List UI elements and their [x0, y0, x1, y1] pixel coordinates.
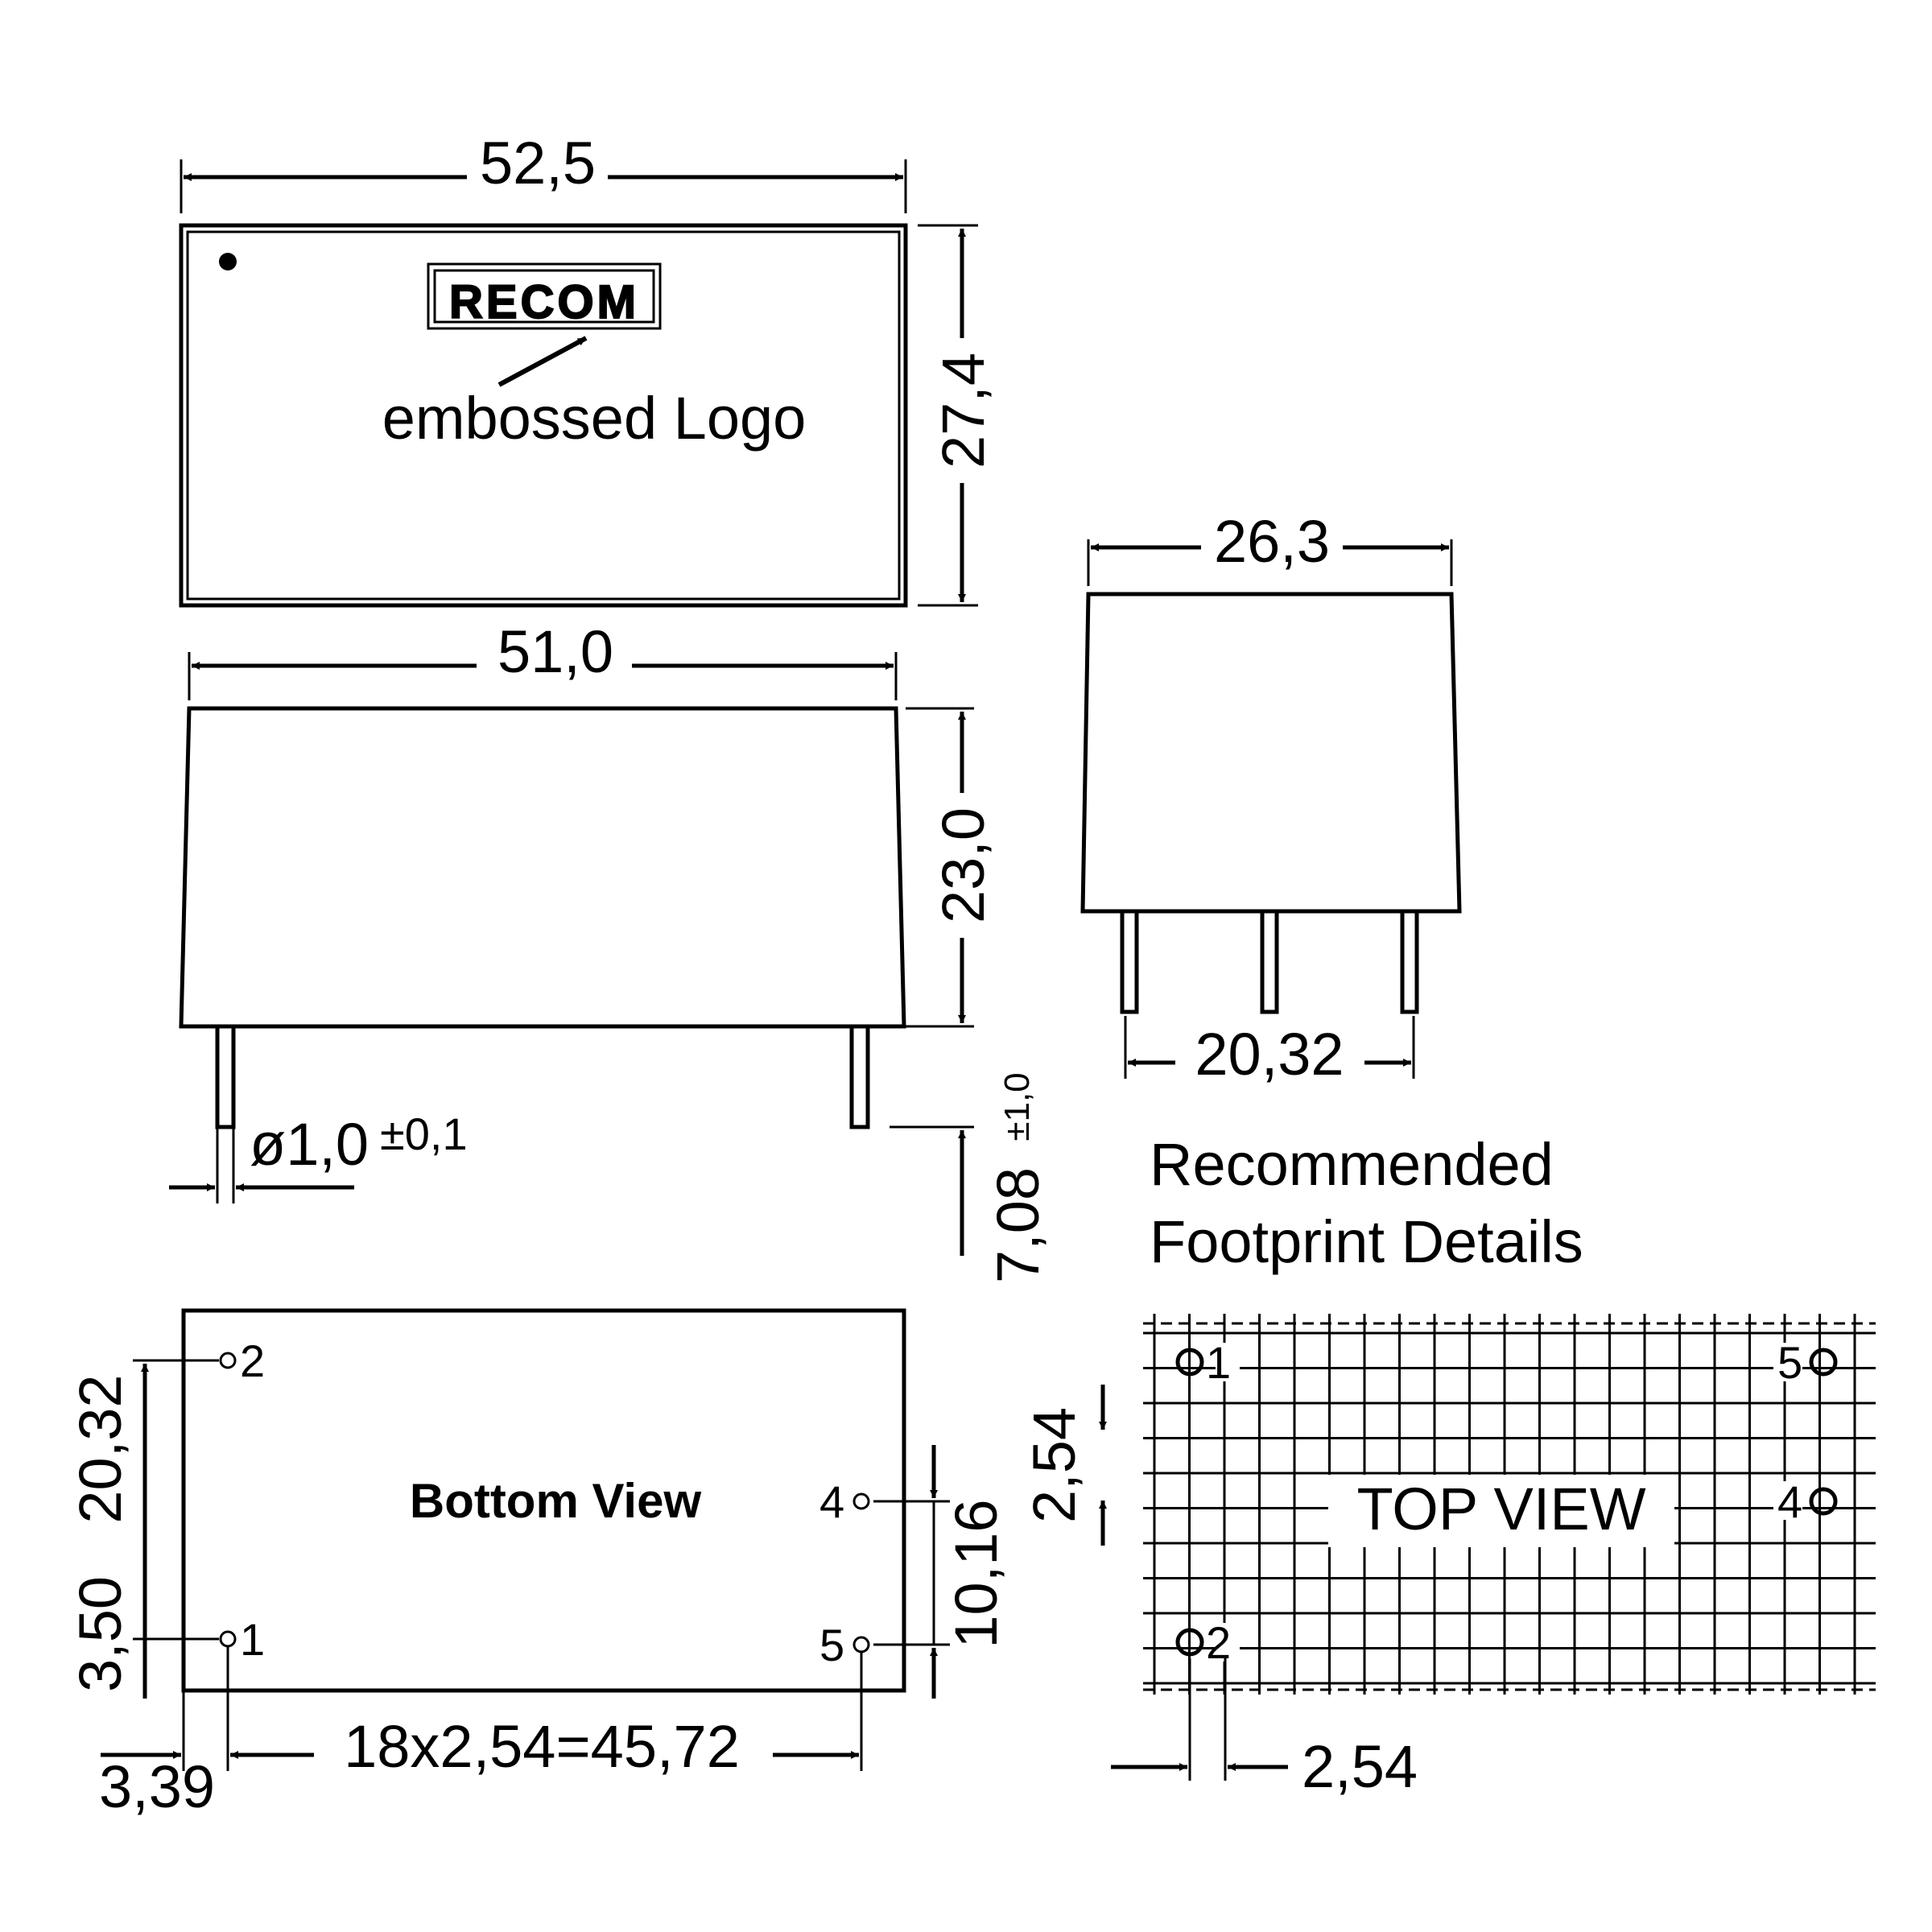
bottom-pin-4-label: 4 — [819, 1476, 844, 1527]
pin1-marker-dot — [219, 253, 237, 270]
footprint-pad-4 — [1809, 1487, 1838, 1516]
bottom-pin-5 — [852, 1636, 870, 1653]
end-view: 26,3 20,32 — [1080, 508, 1462, 1088]
footprint-pads: 1 5 4 2 — [1175, 1337, 1838, 1668]
dim-side-height: 23,0 — [930, 807, 997, 923]
footprint-heading-line2: Footprint Details — [1150, 1208, 1583, 1275]
embossed-logo-label: embossed Logo — [382, 385, 807, 452]
bottom-pin-2 — [219, 1352, 237, 1369]
side-pin-left — [215, 1024, 236, 1129]
end-pin-1 — [1120, 909, 1139, 1014]
side-pin-right — [849, 1024, 870, 1129]
logo-pointer-arrow — [497, 336, 588, 387]
top-view: RECOM embossed Logo 52,5 27,4 — [179, 130, 997, 608]
end-view-body — [1080, 592, 1462, 914]
bottom-view-title: Bottom View — [410, 1474, 702, 1528]
dim-pin-diameter: ø1,0 — [250, 1111, 369, 1178]
footprint-pad-5-label: 5 — [1777, 1337, 1802, 1388]
footprint: Recommended Footprint Details TOP VIEW 1… — [1021, 1131, 1876, 1800]
dim-bottom-pitch: 18x2,54=45,72 — [344, 1713, 740, 1780]
footprint-heading-line1: Recommended — [1150, 1131, 1554, 1198]
end-pin-3 — [1400, 909, 1419, 1014]
dim-top-width: 52,5 — [480, 130, 596, 196]
dim-pin-length: 7,08 — [985, 1167, 1051, 1283]
footprint-title: TOP VIEW — [1356, 1476, 1645, 1542]
dim-pin-length-tolerance: ±1,0 — [997, 1072, 1037, 1141]
end-pin-2 — [1260, 909, 1279, 1014]
dim-pin-diameter-tolerance: ±0,1 — [380, 1108, 468, 1159]
bottom-pin-4 — [852, 1492, 870, 1510]
bottom-pin-1-label: 1 — [240, 1614, 265, 1665]
dim-bottom-left-lower: 3,50 — [67, 1576, 134, 1692]
footprint-pad-1 — [1175, 1348, 1204, 1377]
top-view-outline — [179, 223, 908, 608]
dim-end-width: 26,3 — [1214, 508, 1330, 575]
dim-bottom-offset: 3,39 — [99, 1753, 215, 1820]
footprint-pad-1-label: 1 — [1206, 1337, 1231, 1388]
bottom-view: Bottom View 2 1 4 5 20,32 3,50 10,16 18x… — [67, 1308, 1009, 1820]
recom-logo: RECOM — [427, 262, 662, 330]
bottom-pin-5-label: 5 — [819, 1620, 844, 1670]
bottom-pin-1 — [219, 1630, 237, 1648]
side-view: 51,0 23,0 7,08 ±1,0 ø1,0 ±0,1 — [169, 618, 1051, 1283]
dim-footprint-hpitch: 2,54 — [1302, 1733, 1418, 1800]
footprint-title-bg — [1328, 1475, 1674, 1547]
footprint-pad-4-label: 4 — [1777, 1476, 1802, 1527]
dim-side-width: 51,0 — [497, 618, 613, 685]
footprint-pad-2 — [1175, 1628, 1204, 1657]
logo-text: RECOM — [449, 276, 639, 328]
dim-footprint-vpitch: 2,54 — [1021, 1407, 1088, 1523]
side-view-body — [179, 706, 906, 1029]
top-view-inner-outline — [186, 230, 901, 601]
footprint-pad-5 — [1809, 1348, 1838, 1377]
dim-bottom-left-upper: 20,32 — [67, 1374, 134, 1523]
dim-top-height: 27,4 — [930, 353, 997, 469]
bottom-pin-2-label: 2 — [240, 1335, 265, 1386]
dim-bottom-right: 10,16 — [943, 1499, 1009, 1648]
dim-end-pin-span: 20,32 — [1195, 1021, 1344, 1088]
footprint-pad-2-label: 2 — [1206, 1617, 1231, 1668]
